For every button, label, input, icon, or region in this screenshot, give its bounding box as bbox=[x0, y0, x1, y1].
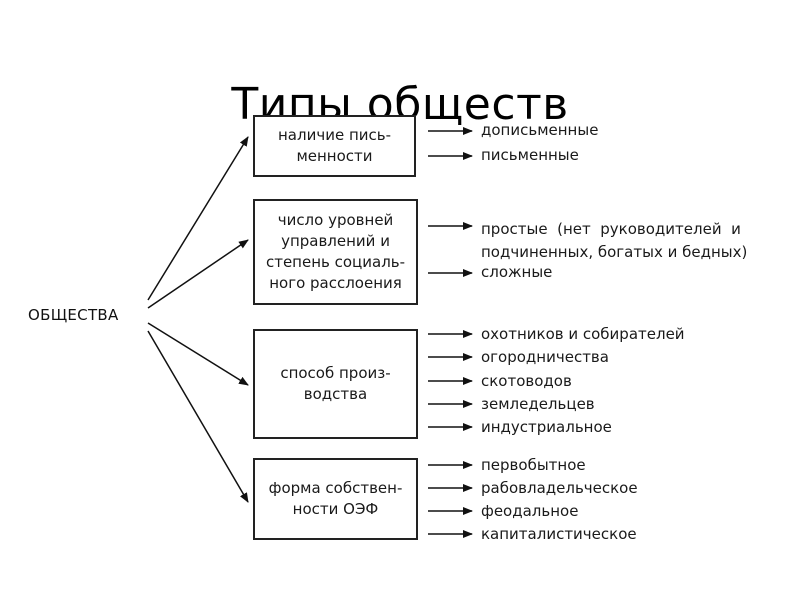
list-item: первобытное bbox=[481, 456, 586, 474]
list-item: дописьменные bbox=[481, 121, 599, 139]
group-box-production-mode: способ произ- водства bbox=[253, 329, 418, 439]
list-item: индустриальное bbox=[481, 418, 612, 436]
list-item: огородничества bbox=[481, 348, 609, 366]
list-item: земледельцев bbox=[481, 395, 595, 413]
root-node-label: ОБЩЕСТВА bbox=[28, 306, 119, 324]
list-item: простые (нет руководителей и подчиненных… bbox=[481, 220, 748, 261]
group-box-writing: наличие пись- менности bbox=[253, 115, 416, 177]
list-item: охотников и собирателей bbox=[481, 325, 685, 343]
list-item: скотоводов bbox=[481, 372, 572, 390]
root-to-group-arrow bbox=[147, 136, 249, 301]
list-item: рабовладельческое bbox=[481, 479, 638, 497]
list-item: капиталистическое bbox=[481, 525, 637, 543]
list-item: сложные bbox=[481, 263, 553, 281]
root-to-group-arrow bbox=[147, 322, 249, 386]
root-to-group-arrow bbox=[147, 330, 249, 503]
root-to-group-arrow bbox=[147, 239, 249, 309]
list-item: письменные bbox=[481, 146, 579, 164]
group-box-management-levels: число уровней управлений и степень социа… bbox=[253, 199, 418, 305]
list-item: феодальное bbox=[481, 502, 579, 520]
group-box-ownership-form: форма собствен- ности ОЭФ bbox=[253, 458, 418, 540]
